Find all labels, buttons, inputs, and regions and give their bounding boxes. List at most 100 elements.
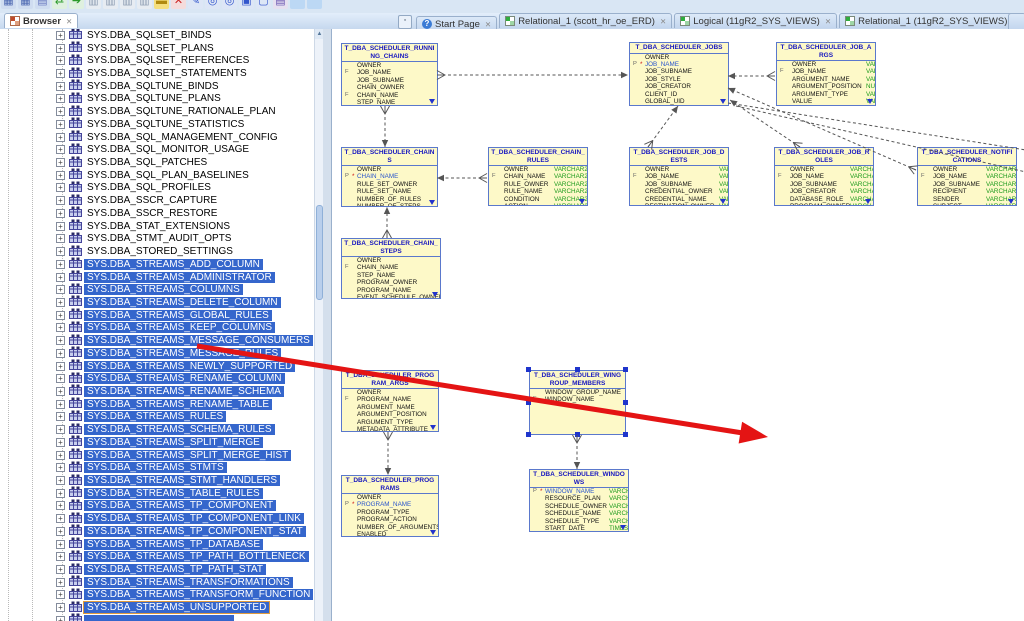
more-attributes-icon[interactable] xyxy=(579,199,585,204)
tree-item-sys-dba-streams-newly-supported[interactable]: +SYS.DBA_STREAMS_NEWLY_SUPPORTED xyxy=(0,359,314,373)
cart4-icon[interactable]: ▥ xyxy=(137,0,152,9)
editor-tab-1[interactable]: Relational_1 (scott_hr_oe_ERD)✕ xyxy=(499,13,673,28)
entity-job-roles[interactable]: T_DBA_SCHEDULER_JOB_ROLESOWNERVARCHAR2FJ… xyxy=(774,147,874,206)
expand-plus-icon[interactable]: + xyxy=(56,107,65,117)
selection-handle[interactable] xyxy=(574,367,580,372)
forward-green-icon[interactable]: ➔ xyxy=(69,0,84,9)
tree-item-partial[interactable]: + xyxy=(0,613,314,621)
more-attributes-icon[interactable] xyxy=(720,99,726,104)
tree-item-sys-dba-streams-schema-rules[interactable]: +SYS.DBA_STREAMS_SCHEMA_RULES xyxy=(0,423,314,436)
tree-item-sys-dba-sqltune-binds[interactable]: +SYS.DBA_SQLTUNE_BINDS xyxy=(0,79,314,93)
expand-plus-icon[interactable]: + xyxy=(56,526,65,536)
expand-plus-icon[interactable]: + xyxy=(56,412,65,422)
expand-plus-icon[interactable]: + xyxy=(56,615,65,621)
fit-screen-icon[interactable]: ▣ xyxy=(239,0,254,9)
tree-item-sys-dba-streams-delete-column[interactable]: +SYS.DBA_STREAMS_DELETE_COLUMN xyxy=(0,295,314,309)
expand-plus-icon[interactable]: + xyxy=(56,196,65,206)
tree-scrollbar-thumb[interactable] xyxy=(316,205,323,300)
chat-bubble2-icon[interactable]: ❝ xyxy=(307,0,322,9)
expand-plus-icon[interactable]: + xyxy=(56,234,65,244)
table-grid2-icon[interactable]: ▦ xyxy=(18,0,33,9)
tree-item-sys-dba-sql-patches[interactable]: +SYS.DBA_SQL_PATCHES xyxy=(0,156,314,169)
expand-plus-icon[interactable]: + xyxy=(56,297,65,307)
tree-scrollbar[interactable]: ▲ xyxy=(314,29,324,621)
selection-handle[interactable] xyxy=(574,432,580,437)
expand-plus-icon[interactable]: + xyxy=(56,361,65,371)
chat-bubble1-icon[interactable]: ❝ xyxy=(290,0,305,9)
tree-item-sys-dba-stmt-audit-opts[interactable]: +SYS.DBA_STMT_AUDIT_OPTS xyxy=(0,232,314,246)
tree-item-sys-dba-streams-tp-path-stat[interactable]: +SYS.DBA_STREAMS_TP_PATH_STAT xyxy=(0,563,314,576)
tree-item-sys-dba-streams-transform-function[interactable]: +SYS.DBA_STREAMS_TRANSFORM_FUNCTION xyxy=(0,588,314,602)
more-attributes-icon[interactable] xyxy=(1008,199,1014,204)
entity-job-args[interactable]: T_DBA_SCHEDULER_JOB_ARGSOWNERVARCHAR2FJO… xyxy=(776,42,876,106)
tree-item-sys-dba-streams-rename-schema[interactable]: +SYS.DBA_STREAMS_RENAME_SCHEMA xyxy=(0,384,314,398)
tree-item-sys-dba-streams-message-rules[interactable]: +SYS.DBA_STREAMS_MESSAGE_RULES xyxy=(0,346,314,360)
expand-plus-icon[interactable]: + xyxy=(56,552,65,562)
tree-item-sys-dba-streams-tp-path-bottleneck[interactable]: +SYS.DBA_STREAMS_TP_PATH_BOTTLENECK xyxy=(0,550,314,563)
more-attributes-icon[interactable] xyxy=(429,200,435,205)
expand-plus-icon[interactable]: + xyxy=(56,132,65,142)
sync-green-icon[interactable]: ⇄ xyxy=(52,0,67,9)
report-a-icon[interactable]: ▤ xyxy=(273,0,288,9)
expand-plus-icon[interactable]: + xyxy=(56,488,65,498)
selection-handle[interactable] xyxy=(623,399,628,405)
tree-item-sys-dba-sql-management-config[interactable]: +SYS.DBA_SQL_MANAGEMENT_CONFIG xyxy=(0,130,314,144)
selection-handle[interactable] xyxy=(623,432,628,437)
expand-plus-icon[interactable]: + xyxy=(56,259,65,269)
expand-plus-icon[interactable]: + xyxy=(56,374,65,384)
editor-tab-0[interactable]: ?Start Page✕ xyxy=(416,16,498,31)
tree-item-sys-dba-sqltune-statistics[interactable]: +SYS.DBA_SQLTUNE_STATISTICS xyxy=(0,117,314,131)
note-yellow-icon[interactable]: ▬ xyxy=(154,0,169,9)
expand-plus-icon[interactable]: + xyxy=(56,590,65,600)
tree-item-sys-dba-streams-columns[interactable]: +SYS.DBA_STREAMS_COLUMNS xyxy=(0,283,314,296)
expand-plus-icon[interactable]: + xyxy=(56,514,65,524)
tree-item-sys-dba-streams-table-rules[interactable]: +SYS.DBA_STREAMS_TABLE_RULES xyxy=(0,486,314,500)
expand-plus-icon[interactable]: + xyxy=(56,386,65,396)
tree-item-sys-dba-streams-stmts[interactable]: +SYS.DBA_STREAMS_STMTS xyxy=(0,461,314,474)
tree-item-sys-dba-stored-settings[interactable]: +SYS.DBA_STORED_SETTINGS xyxy=(0,245,314,258)
selection-handle[interactable] xyxy=(526,399,531,405)
expand-plus-icon[interactable]: + xyxy=(56,450,65,460)
expand-plus-icon[interactable]: + xyxy=(56,30,65,40)
expand-plus-icon[interactable]: + xyxy=(56,348,65,358)
expand-plus-icon[interactable]: + xyxy=(56,323,65,333)
tree-item-sys-dba-streams-tp-component[interactable]: +SYS.DBA_STREAMS_TP_COMPONENT xyxy=(0,499,314,513)
expand-plus-icon[interactable]: + xyxy=(56,56,65,66)
expand-plus-icon[interactable]: + xyxy=(56,476,65,486)
expand-plus-icon[interactable]: + xyxy=(56,577,65,587)
tree-item-sys-dba-streams-add-column[interactable]: +SYS.DBA_STREAMS_ADD_COLUMN xyxy=(0,257,314,271)
cart3-icon[interactable]: ▥ xyxy=(120,0,135,9)
expand-plus-icon[interactable]: + xyxy=(56,285,65,295)
zoom-in-icon[interactable]: ◎ xyxy=(205,0,220,9)
selection-handle[interactable] xyxy=(526,432,531,437)
expand-plus-icon[interactable]: + xyxy=(56,437,65,447)
expand-plus-icon[interactable]: + xyxy=(56,183,65,193)
monitor-icon[interactable]: ▢ xyxy=(256,0,271,9)
entity-job-dests[interactable]: T_DBA_SCHEDULER_JOB_DESTSOWNERVARCHAR2FJ… xyxy=(629,147,729,206)
tree-item-sys-dba-sqltune-rationale-plan[interactable]: +SYS.DBA_SQLTUNE_RATIONALE_PLAN xyxy=(0,105,314,118)
expand-plus-icon[interactable]: + xyxy=(56,501,65,511)
cart2-icon[interactable]: ▥ xyxy=(103,0,118,9)
expand-plus-icon[interactable]: + xyxy=(56,603,65,613)
more-attributes-icon[interactable] xyxy=(430,530,436,535)
tree-item-sys-dba-streams-split-merge-hist[interactable]: +SYS.DBA_STREAMS_SPLIT_MERGE_HIST xyxy=(0,448,314,462)
tree-item-sys-dba-streams-global-rules[interactable]: +SYS.DBA_STREAMS_GLOBAL_RULES xyxy=(0,308,314,322)
overflow-tab-fragment[interactable] xyxy=(1008,13,1024,30)
expand-plus-icon[interactable]: + xyxy=(56,94,65,104)
tree-item-sys-dba-streams-tp-database[interactable]: +SYS.DBA_STREAMS_TP_DATABASE xyxy=(0,537,314,551)
expand-plus-icon[interactable]: + xyxy=(56,221,65,231)
tree-item-sys-dba-streams-tp-component-link[interactable]: +SYS.DBA_STREAMS_TP_COMPONENT_LINK xyxy=(0,512,314,525)
expand-plus-icon[interactable]: + xyxy=(56,43,65,53)
cart1-icon[interactable]: ▥ xyxy=(86,0,101,9)
expand-plus-icon[interactable]: + xyxy=(56,310,65,320)
expand-plus-icon[interactable]: + xyxy=(56,170,65,180)
more-attributes-icon[interactable] xyxy=(430,425,436,430)
expand-plus-icon[interactable]: + xyxy=(56,565,65,575)
tree-item-sys-dba-streams-unsupported[interactable]: +SYS.DBA_STREAMS_UNSUPPORTED xyxy=(0,601,314,615)
tables-pair-icon[interactable]: ▤ xyxy=(35,0,50,9)
tree-item-sys-dba-streams-keep-columns[interactable]: +SYS.DBA_STREAMS_KEEP_COLUMNS xyxy=(0,321,314,335)
